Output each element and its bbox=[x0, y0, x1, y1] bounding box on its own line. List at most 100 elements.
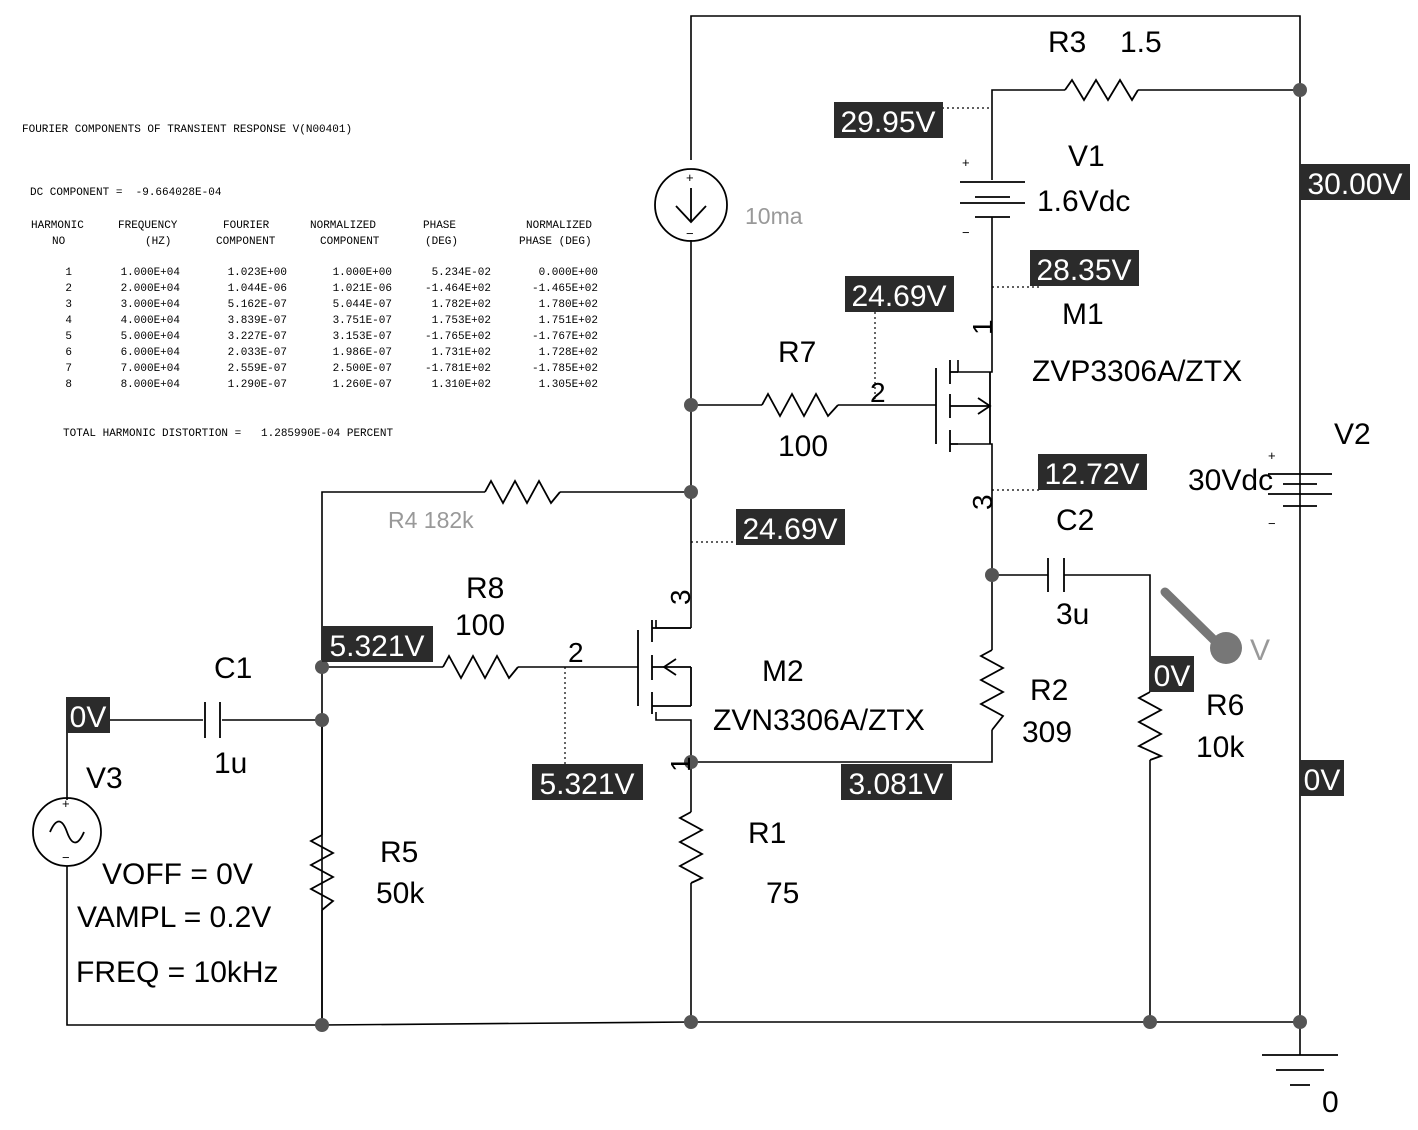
fourier-cell: 1.782E+02 bbox=[432, 299, 491, 311]
v3-freq: FREQ = 10kHz bbox=[76, 956, 279, 989]
svg-text:30.00V: 30.00V bbox=[1307, 168, 1402, 201]
svg-text:0V: 0V bbox=[1154, 660, 1191, 693]
battery-v2[interactable]: + − V2 30Vdc bbox=[1188, 418, 1371, 531]
fourier-cell: 1.305E+02 bbox=[539, 379, 598, 391]
m1-pin-2: 2 bbox=[870, 377, 886, 408]
r5-value: 50k bbox=[376, 877, 425, 910]
v2-value: 30Vdc bbox=[1188, 464, 1273, 497]
isource-value: 10ma bbox=[745, 203, 803, 229]
fourier-cell: -1.767E+02 bbox=[532, 331, 598, 343]
voltage-badge-m2-gate: 5.321V bbox=[532, 764, 643, 801]
fourier-cell: 2.500E-07 bbox=[333, 363, 392, 375]
fourier-cell: 5 bbox=[65, 331, 72, 343]
fourier-cell: 1.023E+00 bbox=[228, 267, 287, 279]
voltage-badge-m2-drain: 24.69V bbox=[736, 509, 845, 546]
capacitor-c2[interactable]: C2 3u bbox=[1047, 504, 1094, 631]
resistor-r3[interactable]: R3 1.5 bbox=[1048, 26, 1162, 102]
dc-component: DC COMPONENT = -9.664028E-04 bbox=[30, 187, 222, 199]
fourier-cell: 4.000E+04 bbox=[121, 315, 181, 327]
svg-text:5.321V: 5.321V bbox=[539, 768, 634, 801]
resistor-r5[interactable]: R5 50k bbox=[309, 834, 425, 911]
r7-name: R7 bbox=[778, 336, 816, 369]
svg-text:−: − bbox=[62, 850, 70, 865]
mosfet-m2[interactable]: 3 2 1 M2 ZVN3306A/ZTX bbox=[568, 589, 925, 772]
mosfet-m1[interactable]: 1 2 3 M1 ZVP3306A/ZTX bbox=[870, 298, 1242, 510]
fourier-cell: 1.751E+02 bbox=[539, 315, 598, 327]
m2-model: ZVN3306A/ZTX bbox=[713, 704, 925, 737]
voltage-badge-input: 0V bbox=[66, 697, 110, 734]
voltage-probe[interactable]: V bbox=[1160, 587, 1270, 667]
col-header: NORMALIZED bbox=[310, 220, 376, 232]
fourier-cell: -1.765E+02 bbox=[425, 331, 491, 343]
voltage-marker-leads bbox=[564, 107, 1040, 768]
v2-name: V2 bbox=[1334, 418, 1371, 451]
m2-pin-2: 2 bbox=[568, 637, 584, 668]
r6-value: 10k bbox=[1196, 731, 1245, 764]
fourier-cell: 1.753E+02 bbox=[432, 315, 491, 327]
fourier-cell: 3.839E-07 bbox=[228, 315, 287, 327]
m1-pin-1: 1 bbox=[967, 319, 998, 335]
fourier-cell: 3.227E-07 bbox=[228, 331, 287, 343]
fourier-cell: 7 bbox=[65, 363, 72, 375]
resistor-r1[interactable]: R1 75 bbox=[678, 811, 799, 910]
fourier-cell: 2.000E+04 bbox=[121, 283, 181, 295]
battery-v1[interactable]: + − V1 1.6Vdc bbox=[960, 140, 1130, 240]
r3-value: 1.5 bbox=[1120, 26, 1162, 59]
r4-label: R4 182k bbox=[388, 507, 474, 533]
fourier-cell: -1.781E+02 bbox=[425, 363, 491, 375]
svg-text:29.95V: 29.95V bbox=[840, 106, 935, 139]
resistor-r4[interactable]: R4 182k bbox=[388, 479, 561, 533]
c1-name: C1 bbox=[214, 652, 252, 685]
fourier-cell: 3.000E+04 bbox=[121, 299, 181, 311]
svg-text:−: − bbox=[686, 226, 694, 241]
col-header: (HZ) bbox=[145, 236, 171, 248]
fourier-cell: 3.751E-07 bbox=[333, 315, 392, 327]
r1-value: 75 bbox=[766, 877, 799, 910]
voltage-badges: 29.95V 30.00V 28.35V 24.69V 12.72V 24.69… bbox=[66, 102, 1410, 801]
fourier-cell: 8 bbox=[65, 379, 72, 391]
capacitor-c1[interactable]: C1 1u bbox=[204, 652, 252, 780]
r8-value: 100 bbox=[455, 609, 505, 642]
r7-value: 100 bbox=[778, 430, 828, 463]
ac-source-v3[interactable]: + − V3 VOFF = 0V VAMPL = 0.2V FREQ = 10k… bbox=[32, 762, 279, 989]
fourier-cell: 3.153E-07 bbox=[333, 331, 392, 343]
m2-name: M2 bbox=[762, 655, 804, 688]
resistor-r7[interactable]: R7 100 bbox=[761, 336, 839, 463]
fourier-cell: 1.731E+02 bbox=[432, 347, 491, 359]
c2-name: C2 bbox=[1056, 504, 1094, 537]
junction-dots bbox=[315, 83, 1307, 1032]
wires bbox=[66, 15, 1301, 1055]
r2-value: 309 bbox=[1022, 716, 1072, 749]
fourier-cell: 1.000E+00 bbox=[333, 267, 392, 279]
resistor-r2[interactable]: R2 309 bbox=[979, 649, 1072, 749]
fourier-cell: 5.162E-07 bbox=[228, 299, 287, 311]
svg-text:28.35V: 28.35V bbox=[1036, 254, 1131, 287]
svg-text:12.72V: 12.72V bbox=[1044, 458, 1139, 491]
voltage-badge-r6: 0V bbox=[1150, 656, 1194, 693]
fourier-cell: -1.465E+02 bbox=[532, 283, 598, 295]
c2-value: 3u bbox=[1056, 598, 1089, 631]
col-header: NO bbox=[52, 236, 66, 248]
r3-name: R3 bbox=[1048, 26, 1086, 59]
resistor-r8[interactable]: R8 100 bbox=[442, 572, 519, 680]
voltage-badge-supply: 30.00V bbox=[1300, 164, 1410, 201]
r8-name: R8 bbox=[466, 572, 504, 605]
v3-vampl: VAMPL = 0.2V bbox=[77, 901, 271, 934]
resistor-r6[interactable]: R6 10k bbox=[1136, 689, 1245, 764]
r1-name: R1 bbox=[748, 817, 786, 850]
current-source-10ma[interactable]: + − 10ma bbox=[654, 168, 803, 242]
col-header: PHASE (DEG) bbox=[519, 236, 592, 248]
m1-name: M1 bbox=[1062, 298, 1104, 331]
fourier-cell: 7.000E+04 bbox=[121, 363, 181, 375]
col-header: NORMALIZED bbox=[526, 220, 592, 232]
svg-text:24.69V: 24.69V bbox=[742, 513, 837, 546]
r6-name: R6 bbox=[1206, 689, 1244, 722]
fourier-cell: 0.000E+00 bbox=[539, 267, 598, 279]
fourier-cell: 5.000E+04 bbox=[121, 331, 181, 343]
fourier-cell: 8.000E+04 bbox=[121, 379, 181, 391]
svg-text:3.081V: 3.081V bbox=[848, 768, 943, 801]
